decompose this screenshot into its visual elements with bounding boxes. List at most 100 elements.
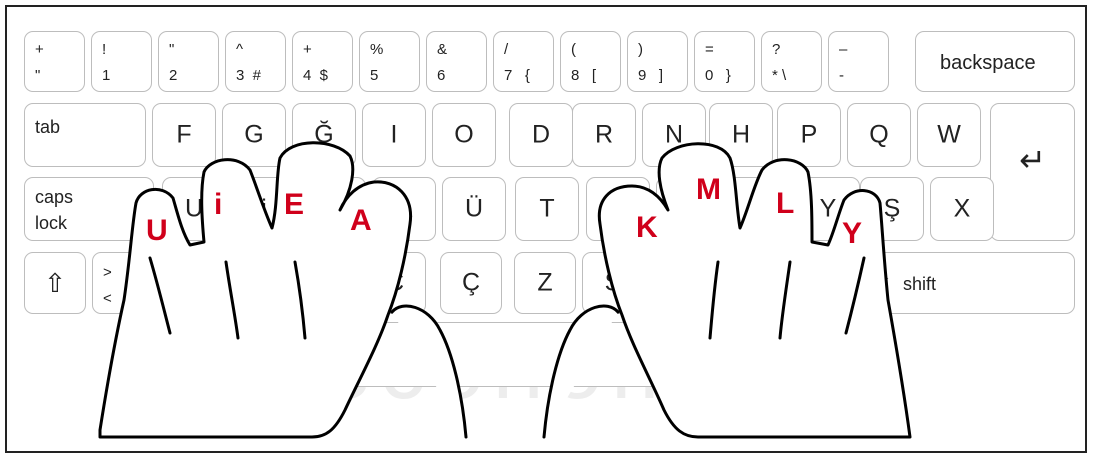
tab-key[interactable]: tab xyxy=(24,103,146,167)
key-top-char: ! xyxy=(102,42,106,57)
key-bottom-char: 2 xyxy=(169,68,177,83)
finger-label-left-ring: i xyxy=(214,190,222,220)
alt-label: alt xyxy=(151,341,170,359)
key-letter: S xyxy=(583,271,643,296)
enter-icon: ↵ xyxy=(991,144,1074,176)
key-5[interactable]: % 5 xyxy=(359,31,420,92)
key-bottom-char: 9 ] xyxy=(638,68,663,83)
key-R[interactable]: R xyxy=(572,103,636,167)
key-bottom-char: 7 { xyxy=(504,68,530,83)
key-C-cedilla[interactable]: Ç xyxy=(440,252,502,314)
key-top-char: ) xyxy=(638,42,643,57)
key-7[interactable]: / 7 { xyxy=(493,31,554,92)
key-N[interactable]: N xyxy=(642,103,706,167)
key-F[interactable]: F xyxy=(152,103,216,167)
key-3[interactable]: ^ 3 # xyxy=(225,31,286,92)
key-A[interactable]: A xyxy=(372,177,436,241)
key-quote-plus[interactable]: + " xyxy=(24,31,85,92)
key-V[interactable]: V xyxy=(296,252,358,314)
key-B[interactable]: B xyxy=(652,252,714,314)
shift-arrow-icon: ⇧ xyxy=(25,270,85,296)
key-top-char: % xyxy=(370,42,383,57)
key-top-char: + xyxy=(35,42,44,57)
left-shift-key[interactable]: ⇧ xyxy=(24,252,86,314)
finger-label-left-index: A xyxy=(350,206,372,236)
key-G-breve[interactable]: Ğ xyxy=(292,103,356,167)
lock-label: lock xyxy=(35,214,67,232)
key-letter: Z xyxy=(515,271,575,296)
key-W[interactable]: W xyxy=(917,103,981,167)
key-Z[interactable]: Z xyxy=(514,252,576,314)
backspace-label: backspace xyxy=(940,53,1036,73)
finger-label-right-pinky: Y xyxy=(842,219,862,249)
key-letter: Ğ xyxy=(293,123,355,148)
key-top-char: & xyxy=(437,42,447,57)
key-U-umlaut[interactable]: Ü xyxy=(442,177,506,241)
key-9[interactable]: ) 9 ] xyxy=(627,31,688,92)
key-G[interactable]: G xyxy=(222,103,286,167)
key-letter: A xyxy=(373,197,435,222)
alt-gr-label: alt gr xyxy=(699,341,739,359)
tab-label: tab xyxy=(35,118,60,136)
key-J[interactable]: J xyxy=(160,252,222,314)
key-O-umlaut[interactable]: Ö xyxy=(228,252,290,314)
key-P[interactable]: P xyxy=(777,103,841,167)
key-top-char: – xyxy=(839,42,847,57)
key-letter: G xyxy=(223,123,285,148)
finger-label-left-pinky: U xyxy=(146,216,168,246)
key-asterisk[interactable]: ? * \ xyxy=(761,31,822,92)
key-0[interactable]: = 0 } xyxy=(694,31,755,92)
key-C[interactable]: C xyxy=(364,252,426,314)
key-letter: X xyxy=(931,197,993,222)
key-comma[interactable]: , xyxy=(788,252,850,314)
key-top-char: " xyxy=(169,42,174,57)
right-shift-key[interactable]: ⇧ shift xyxy=(858,252,1075,314)
key-bottom-char: " xyxy=(35,68,40,83)
finger-label-left-middle: E xyxy=(284,190,304,220)
key-I[interactable]: I xyxy=(362,103,426,167)
key-D[interactable]: D xyxy=(509,103,573,167)
shift-arrow-icon: ⇧ xyxy=(875,273,892,293)
key-top-char: > xyxy=(103,265,112,280)
key-4[interactable]: + 4 $ xyxy=(292,31,353,92)
key-2[interactable]: " 2 xyxy=(158,31,219,92)
key-bottom-char: * \ xyxy=(772,68,786,83)
key-letter: P xyxy=(778,123,840,148)
key-letter: W xyxy=(918,123,980,148)
key-Q[interactable]: Q xyxy=(847,103,911,167)
key-letter: Ö xyxy=(229,271,289,296)
key-top-char: / xyxy=(504,42,508,57)
finger-label-right-middle: M xyxy=(696,175,721,205)
caps-label: caps xyxy=(35,188,73,206)
finger-label-right-index: K xyxy=(636,213,658,243)
key-1[interactable]: ! 1 xyxy=(91,31,152,92)
key-letter: F xyxy=(153,123,215,148)
key-bottom-char: 5 xyxy=(370,68,378,83)
key-X[interactable]: X xyxy=(930,177,994,241)
caps-lock-key[interactable]: caps lock xyxy=(24,177,154,241)
key-S[interactable]: S xyxy=(582,252,644,314)
key-top-char: ( xyxy=(571,42,576,57)
alt-key[interactable]: alt xyxy=(138,322,263,387)
alt-gr-key[interactable]: alt gr xyxy=(686,322,810,387)
key-letter: Q xyxy=(848,123,910,148)
key-T[interactable]: T xyxy=(515,177,579,241)
enter-key[interactable]: ↵ xyxy=(990,103,1075,241)
space-key[interactable]: space xyxy=(270,322,670,387)
shift-label: shift xyxy=(903,275,936,293)
key-angle-brackets[interactable]: > < xyxy=(92,252,154,314)
key-bottom-char: 4 $ xyxy=(303,68,328,83)
key-S-cedilla[interactable]: Ş xyxy=(860,177,924,241)
key-H[interactable]: H xyxy=(709,103,773,167)
backspace-key[interactable]: backspace xyxy=(915,31,1075,92)
key-bottom-char: 8 [ xyxy=(571,68,596,83)
key-top-char: ^ xyxy=(236,42,243,57)
key-bottom-char: - xyxy=(839,68,844,83)
key-8[interactable]: ( 8 [ xyxy=(560,31,621,92)
key-period[interactable]: . xyxy=(720,252,782,314)
key-O[interactable]: O xyxy=(432,103,496,167)
key-letter: R xyxy=(573,123,635,148)
key-minus[interactable]: – - xyxy=(828,31,889,92)
key-6[interactable]: & 6 xyxy=(426,31,487,92)
key-letter: J xyxy=(161,271,221,296)
